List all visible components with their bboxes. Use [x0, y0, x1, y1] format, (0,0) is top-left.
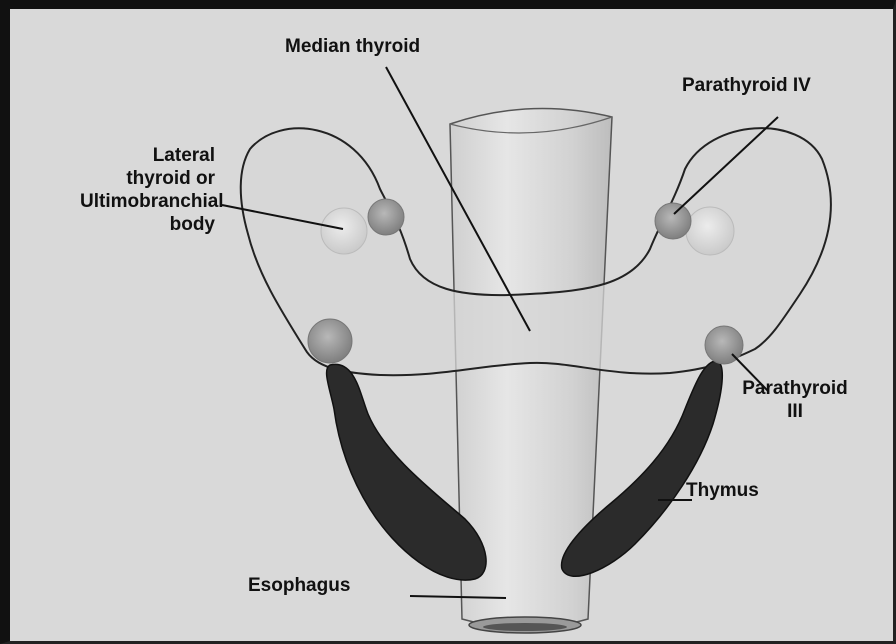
label-parathyroid-iv: Parathyroid IV	[682, 75, 811, 97]
label-lateral-thyroid: Lateral thyroid or Ultimobranchial body	[80, 144, 215, 236]
ultimobranchial-body-right	[686, 207, 734, 255]
label-esophagus: Esophagus	[248, 575, 350, 597]
label-lateral-thyroid-line-3: Ultimobranchial	[80, 190, 215, 213]
parathyroid-iii-left	[308, 319, 352, 363]
ultimobranchial-body-left	[321, 208, 367, 254]
parathyroid-iv-left	[368, 199, 404, 235]
label-median-thyroid: Median thyroid	[285, 36, 420, 58]
parathyroid-iv-right	[655, 203, 691, 239]
label-thymus: Thymus	[686, 480, 759, 502]
label-parathyroid-iii-line-2: III	[710, 400, 880, 423]
label-lateral-thyroid-line-2: thyroid or	[80, 167, 215, 190]
label-parathyroid-iii-line-1: Parathyroid	[710, 377, 880, 400]
anatomy-diagram	[10, 9, 896, 644]
label-lateral-thyroid-line-1: Lateral	[80, 144, 215, 167]
label-parathyroid-iii: Parathyroid III	[710, 377, 880, 423]
label-lateral-thyroid-line-4: body	[80, 213, 215, 236]
